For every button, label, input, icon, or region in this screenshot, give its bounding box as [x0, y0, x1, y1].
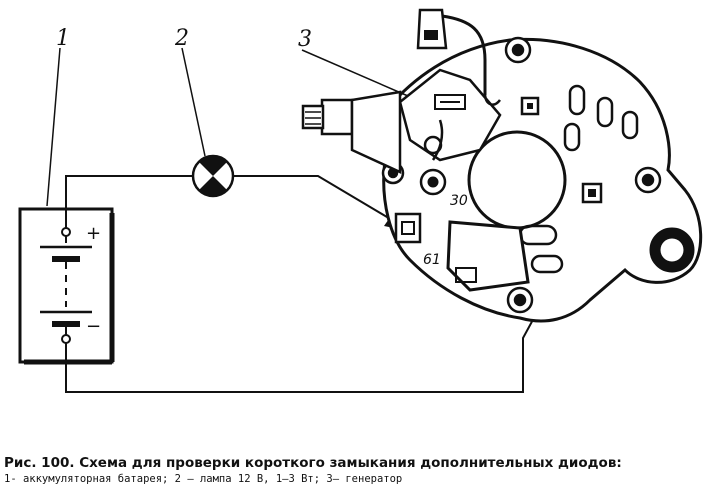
callout-3: 3 [298, 27, 312, 52]
wiring-diagram: + − [18, 8, 703, 393]
callout-2: 2 [174, 26, 189, 51]
generator [301, 8, 703, 323]
terminal-61-label: 61 [423, 252, 441, 268]
figure-caption: Рис. 100. Схема для проверки короткого з… [4, 455, 720, 486]
callout-leaders [46, 47, 409, 207]
lamp [191, 154, 235, 198]
caption-title: Рис. 100. Схема для проверки короткого з… [4, 455, 622, 471]
terminal-30-label: 30 [450, 193, 468, 209]
battery-minus-label: − [86, 316, 101, 337]
battery-plus-label: + [86, 223, 101, 244]
battery-minus-terminal [61, 334, 71, 344]
caption-legend: 1- аккумуляторная батарея; 2 — лампа 12 … [4, 473, 403, 485]
battery: + − [18, 207, 115, 365]
battery-plus-terminal [61, 227, 71, 237]
callout-1: 1 [56, 26, 70, 51]
